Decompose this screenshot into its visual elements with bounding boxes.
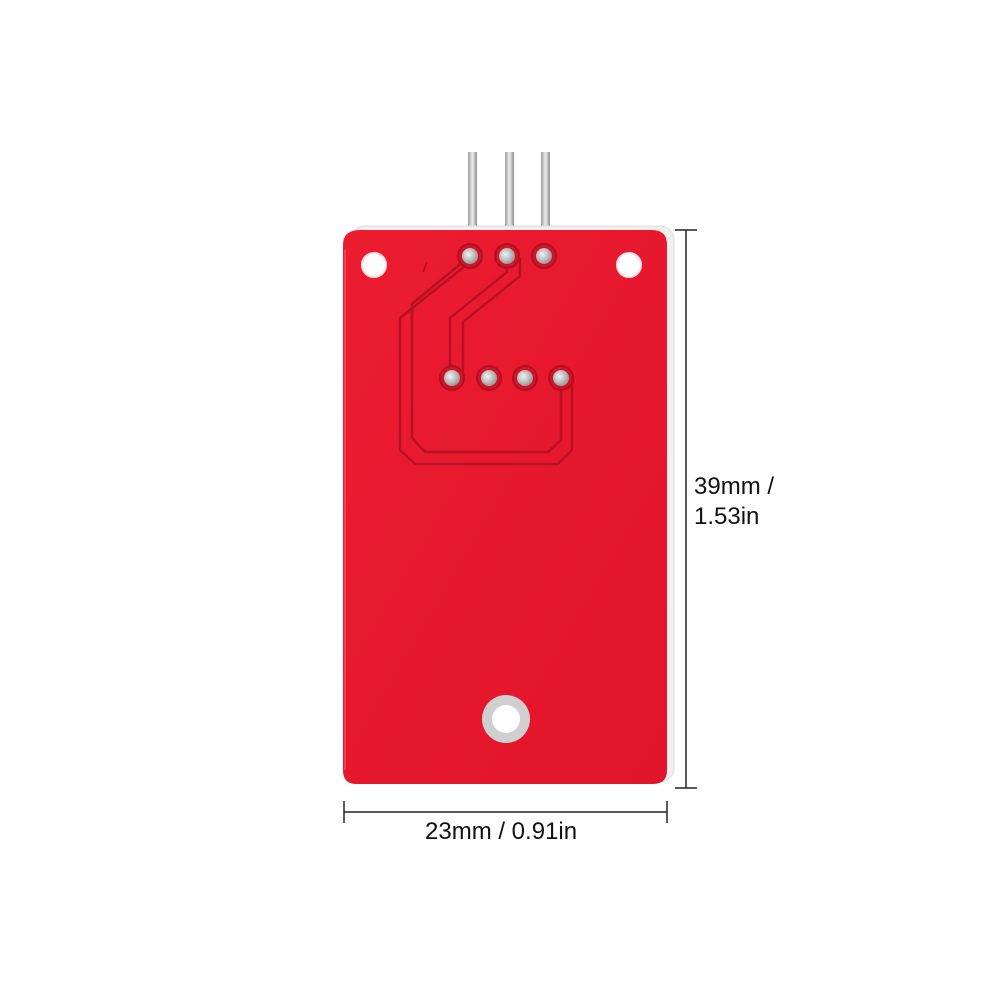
solder-pads-top <box>457 243 557 269</box>
mounting-hole <box>361 252 387 278</box>
header-pin <box>505 152 514 246</box>
height-dimension-label: 39mm / 1.53in <box>694 472 774 532</box>
pcb-board <box>343 230 667 784</box>
solder-pad <box>517 370 533 386</box>
solder-pad <box>499 248 515 264</box>
header-pin <box>468 152 477 246</box>
mounting-hole <box>616 252 642 278</box>
solder-pad <box>462 248 478 264</box>
mounting-holes <box>361 252 642 743</box>
width-dimension-line <box>343 801 668 823</box>
solder-pad <box>553 370 569 386</box>
width-dimension-label: 23mm / 0.91in <box>425 818 578 845</box>
solder-pad <box>444 370 460 386</box>
header-pins <box>468 152 550 246</box>
height-in: 1.53in <box>694 503 760 530</box>
header-pin <box>541 152 550 246</box>
height-mm: 39mm / <box>694 473 775 500</box>
solder-pads-middle <box>439 365 574 391</box>
solder-pad <box>536 248 552 264</box>
solder-pad <box>481 370 497 386</box>
height-dimension-line <box>675 229 697 789</box>
center-hole-inner <box>492 705 520 733</box>
